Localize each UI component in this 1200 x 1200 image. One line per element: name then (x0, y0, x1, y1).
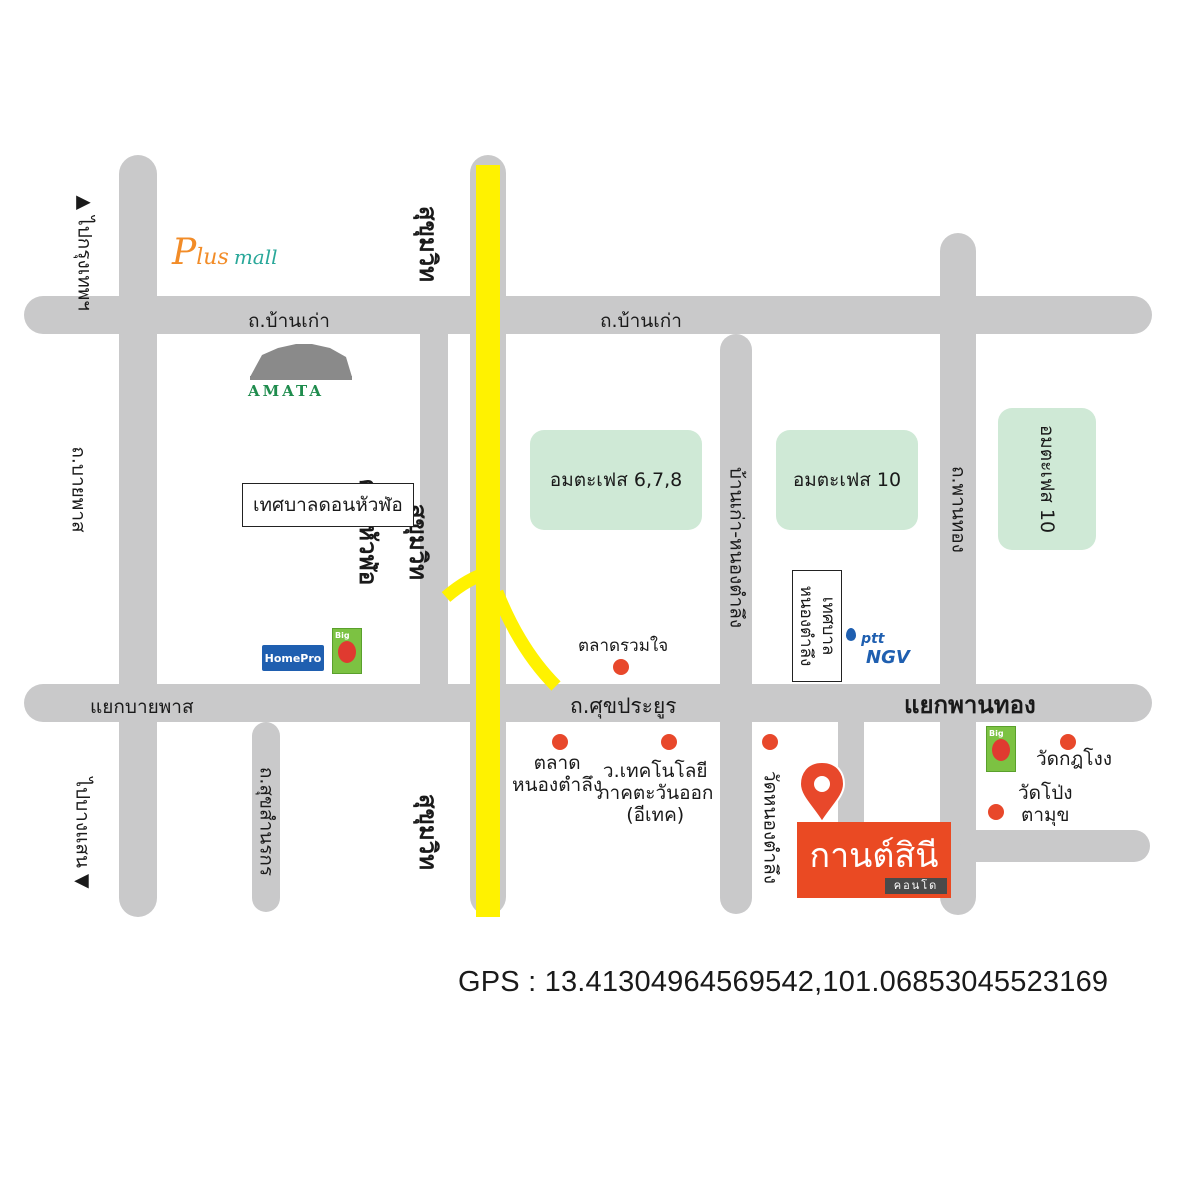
poi-wat-pong-tamung (988, 804, 1004, 820)
road-east-spur (960, 830, 1150, 862)
gps-coordinates: GPS : 13.41304964569542,101.068530455231… (458, 966, 1109, 998)
road-label-sukhumvit-bottom: สุขุมวิท (414, 793, 442, 871)
road-ban-kao-nong-tamlueng (720, 334, 752, 914)
project-pin-icon (798, 760, 846, 824)
big-c-logo-right: Big (986, 726, 1016, 772)
junction-bypass: แยกบายพาส (90, 696, 194, 718)
zone-amata-10: อมตะเฟส 10 (776, 430, 918, 530)
road-sukhumvit-branch-right (490, 589, 561, 691)
road-don-hua-lo (420, 334, 448, 686)
road-bypass (119, 155, 157, 917)
poi-wat-kod-khong (1060, 734, 1076, 750)
road-label-ban-kao-nong-tamlueng: บ้านเก่า-หนองตำลึง (725, 466, 748, 629)
ptt-label: ptt (861, 631, 885, 647)
road-phan-thong (940, 233, 976, 915)
big-c-label-right: Big (989, 729, 1004, 738)
amata-logo: AMATA (248, 382, 325, 400)
poi-wat-nong-tamlueng-label: วัดหนองตำลึง (759, 770, 782, 885)
road-sukhumvit (476, 165, 500, 917)
big-c-logo-left: Big (332, 628, 362, 674)
poi-talad-ruam-jai (613, 659, 629, 675)
road-sukprayoon (24, 684, 1152, 722)
zone-amata-678: อมตะเฟส 6,7,8 (530, 430, 702, 530)
plus-mall-logo: Plus mall (172, 232, 278, 273)
zone-amata-10-vertical-label: อมตะเฟส 10 (1036, 424, 1058, 534)
poi-wat-kod-khong-label: วัดกฎโงง (1036, 748, 1113, 770)
plus-mall-logo-p: P (172, 232, 197, 273)
poi-talad-nong-tamlueng (552, 734, 568, 750)
project-subtitle: คอนโด (885, 878, 947, 894)
municipality-don-hua-lo: เทศบาลดอนหัวฬ่อ (242, 483, 414, 527)
homepro-logo: HomePro (262, 645, 324, 671)
poi-talad-nong-tamlueng-label: ตลาด หนองตำลึง (512, 752, 603, 796)
road-label-sukhumvit-top: สุขุมวิท (414, 205, 442, 283)
ptt-drop-icon (846, 628, 856, 641)
direction-to-bangkok: ▲ ไปกรุงเทพฯ (73, 195, 96, 311)
municipality-nong-tamlueng: เทศบาล หนองตำลึง (792, 570, 842, 682)
plus-mall-logo-mall: mall (233, 245, 278, 269)
plus-mall-logo-lus: lus (196, 245, 229, 270)
zone-amata-10-vertical: อมตะเฟส 10 (998, 408, 1096, 550)
road-label-sukprayoon: ถ.ศุขประยูร (570, 694, 677, 718)
road-sukhaprachasan (252, 722, 280, 912)
poi-wat-pong-tamung-label: วัดโป่ง ตามุข (1018, 782, 1073, 826)
ptt-ngv-logo: ptt NGV (846, 628, 910, 668)
amata-logo-graphic (250, 344, 352, 380)
direction-to-bangsaen: ไปบางแสน ▼ (71, 777, 94, 889)
road-label-sukhaprachasan: ถ.สุขสำนรกร (255, 766, 278, 877)
road-sukhumvit-branch-left (441, 565, 492, 602)
road-label-don-hua-lo: ดอนหัวฬ่อ (354, 478, 382, 586)
road-side-project (838, 722, 864, 822)
road-label-phan-thong: ถ.พานทอง (947, 466, 970, 553)
poi-tech-college-label: ว.เทคโนโลยี ภาคตะวันออก (อีเทค) (597, 760, 714, 826)
ngv-label: NGV (866, 647, 910, 668)
poi-wat-nong-tamlueng (762, 734, 778, 750)
road-label-bypass: ถ.บายพาส (67, 446, 90, 533)
big-c-label-left: Big (335, 631, 350, 640)
project-name: กานต์สินี (809, 836, 939, 876)
junction-phan-thong: แยกพานทอง (904, 691, 1036, 719)
big-c-mark-right (992, 739, 1010, 761)
municipality-nong-tamlueng-label: เทศบาล หนองตำลึง (796, 585, 838, 667)
project-badge: กานต์สินี คอนโด (797, 822, 951, 898)
poi-talad-ruam-jai-label: ตลาดรวมใจ (578, 636, 669, 656)
poi-tech-college (661, 734, 677, 750)
road-ban-kao (24, 296, 1152, 334)
road-label-ban-kao-right: ถ.บ้านเก่า (600, 310, 682, 332)
big-c-mark-left (338, 641, 356, 663)
road-label-ban-kao-left: ถ.บ้านเก่า (248, 310, 330, 332)
